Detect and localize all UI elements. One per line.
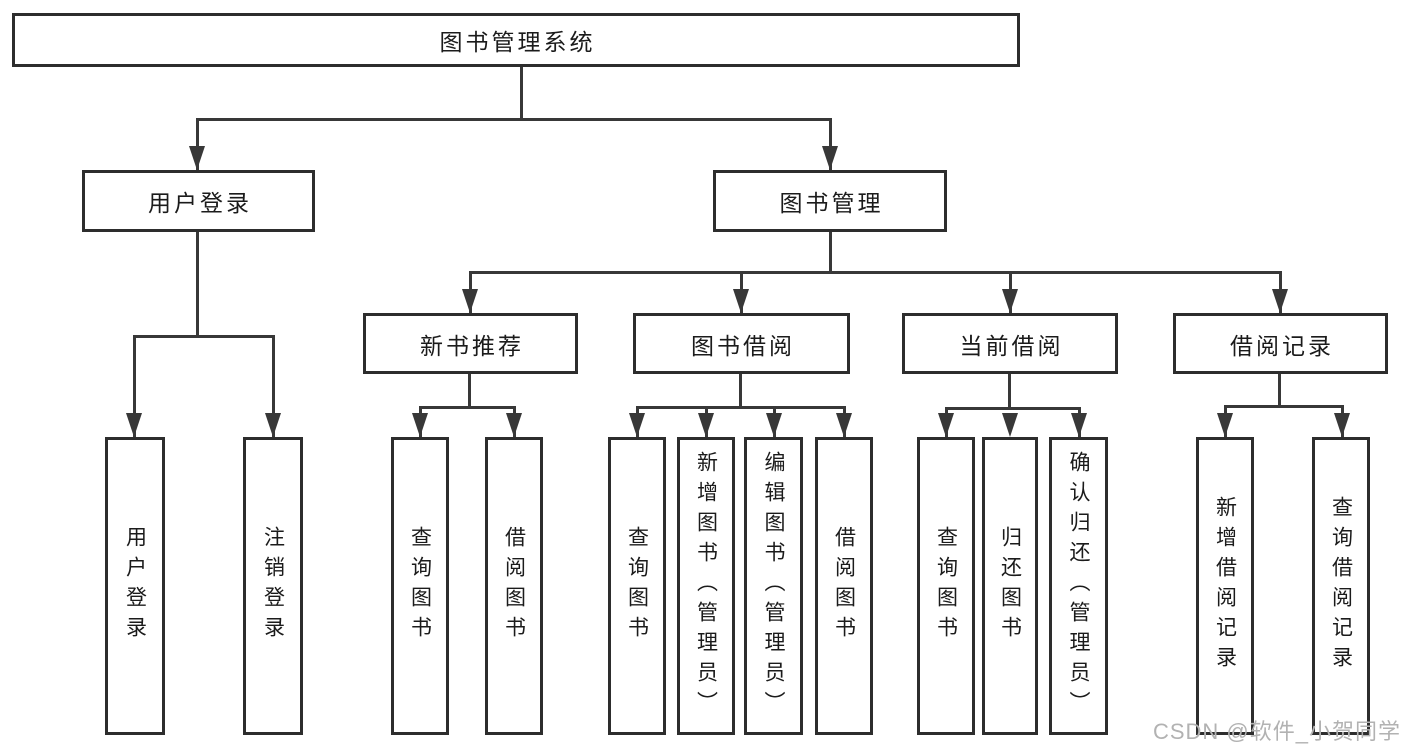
- arrow-down-icon: [938, 413, 954, 437]
- connector-line: [829, 232, 832, 271]
- node-label: 图书管理: [779, 190, 884, 216]
- arrow-down-icon: [1002, 289, 1018, 313]
- arrow-down-icon: [265, 413, 281, 437]
- node-label: 图书管理系统: [439, 29, 596, 55]
- node-label: 图书借阅: [691, 332, 795, 359]
- connector-line: [520, 66, 523, 118]
- arrow-down-icon: [126, 413, 142, 437]
- arrow-down-icon: [766, 413, 782, 437]
- connector-line: [636, 406, 846, 409]
- arrow-down-icon: [1334, 413, 1350, 437]
- leaf-query-borrow-record: 查询借阅记录: [1312, 437, 1370, 735]
- arrow-down-icon: [836, 413, 852, 437]
- arrow-down-icon: [189, 146, 205, 170]
- node-book-management: 图书管理: [713, 170, 947, 232]
- node-label: 借阅记录: [1230, 332, 1334, 359]
- leaf-confirm-return-admin: 确认归还（管理员）: [1049, 437, 1108, 735]
- leaf-query-books-borrow: 查询图书: [608, 437, 666, 735]
- arrow-down-icon: [1217, 413, 1233, 437]
- arrow-down-icon: [629, 413, 645, 437]
- connector-line: [1278, 374, 1281, 405]
- node-label: 查询借阅记录: [1329, 496, 1353, 676]
- node-user-login: 用户登录: [82, 170, 315, 232]
- node-current-borrowing: 当前借阅: [902, 313, 1118, 374]
- node-borrowing-records: 借阅记录: [1173, 313, 1388, 374]
- node-label: 当前借阅: [959, 332, 1064, 359]
- arrow-down-icon: [506, 413, 522, 437]
- connector-line: [133, 335, 274, 338]
- node-label: 用户登录: [148, 190, 252, 216]
- connector-line: [133, 335, 136, 437]
- connector-line: [829, 118, 832, 170]
- connector-line: [272, 335, 275, 437]
- arrow-down-icon: [1071, 413, 1087, 437]
- arrow-down-icon: [412, 413, 428, 437]
- connector-line: [196, 232, 199, 335]
- node-label: 查询图书: [625, 526, 649, 646]
- node-label: 查询图书: [408, 526, 432, 646]
- leaf-borrow-books-recommend: 借阅图书: [485, 437, 543, 735]
- leaf-borrow-books: 借阅图书: [815, 437, 873, 735]
- connector-line: [196, 118, 199, 170]
- leaf-add-borrow-record: 新增借阅记录: [1196, 437, 1254, 735]
- node-book-borrowing: 图书借阅: [633, 313, 850, 374]
- arrow-down-icon: [698, 413, 714, 437]
- connector-line: [1224, 405, 1344, 408]
- connector-line: [469, 271, 1282, 274]
- leaf-edit-book-admin: 编辑图书（管理员）: [744, 437, 803, 735]
- node-label: 新增图书（管理员）: [694, 451, 718, 721]
- node-label: 借阅图书: [832, 526, 856, 646]
- node-root: 图书管理系统: [12, 13, 1020, 67]
- connector-line: [419, 406, 516, 409]
- leaf-user-login: 用户登录: [105, 437, 165, 735]
- node-label: 借阅图书: [502, 526, 526, 646]
- node-label: 编辑图书（管理员）: [762, 451, 785, 721]
- arrow-down-icon: [1002, 413, 1018, 437]
- arrow-down-icon: [1272, 289, 1288, 313]
- leaf-query-books-current: 查询图书: [917, 437, 975, 735]
- node-label: 注销登录: [261, 526, 285, 646]
- leaf-query-books-recommend: 查询图书: [391, 437, 449, 735]
- arrow-down-icon: [462, 289, 478, 313]
- node-label: 新增借阅记录: [1213, 496, 1237, 676]
- node-new-book-recommendation: 新书推荐: [363, 313, 578, 374]
- connector-line: [1008, 374, 1011, 407]
- arrow-down-icon: [822, 146, 838, 170]
- leaf-return-book: 归还图书: [982, 437, 1038, 735]
- connector-line: [739, 374, 742, 406]
- leaf-logout: 注销登录: [243, 437, 303, 735]
- node-label: 用户登录: [123, 526, 147, 646]
- watermark: CSDN @软件_小贺同学: [1152, 719, 1401, 744]
- arrow-down-icon: [733, 289, 749, 313]
- node-label: 确认归还（管理员）: [1067, 451, 1090, 721]
- node-label: 查询图书: [934, 526, 958, 646]
- leaf-add-book-admin: 新增图书（管理员）: [677, 437, 735, 735]
- connector-line: [196, 118, 832, 121]
- connector-line: [945, 407, 1081, 410]
- connector-line: [468, 374, 471, 406]
- node-label: 新书推荐: [420, 332, 524, 359]
- node-label: 归还图书: [998, 526, 1022, 646]
